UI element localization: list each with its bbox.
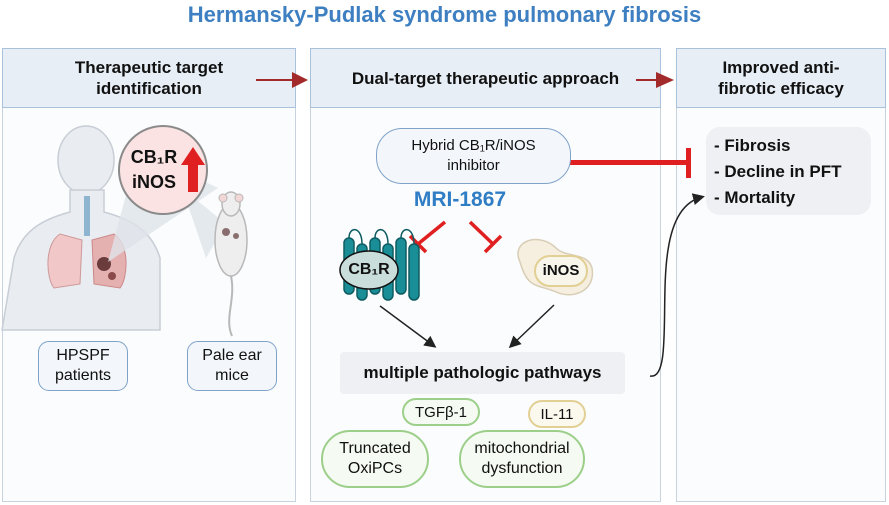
pathway-il11: IL-11 [528,400,586,428]
outcome-fibrosis: - Fibrosis [714,136,791,155]
inhibition-line-outcomes [570,160,688,165]
hpspf-patients-label: HPSPF patients [38,341,128,391]
pathway-tgfb1: TGFβ-1 [402,398,480,426]
cb1r-node [339,250,399,290]
callout-inos: iNOS [131,172,176,192]
middle-panel-header: Dual-target therapeutic approach [310,48,661,108]
outcome-mortality: - Mortality [714,188,796,207]
outcome-pft-decline: - Decline in PFT [714,162,842,181]
arrow-cb1r-to-pathways [379,305,437,348]
flow-arrow-1 [256,72,308,88]
cb1r-label: CB₁R [348,261,390,278]
diagram-title: Hermansky-Pudlak syndrome pulmonary fibr… [187,2,702,27]
left-panel-header: Therapeutic target identification [2,48,296,108]
right-panel [676,48,886,502]
outcomes-box [706,127,871,215]
mouse-illustration [214,191,248,337]
arrow-inos-to-pathways [508,304,555,349]
inos-label: iNOS [542,262,580,279]
pathways-box: multiple pathologic pathways [340,352,625,394]
hybrid-inhibitor-box: Hybrid CB₁R/iNOS inhibitor [376,128,571,184]
inhibition-lines [408,220,503,254]
target-callout-circle [118,125,208,215]
pathway-mitochondrial-dysfunction: mitochondrial dysfunction [459,430,585,488]
inhibitor-name: MRI-1867 [413,188,507,211]
arrow-pathways-to-outcomes [649,193,705,377]
pale-ear-mice-label: Pale ear mice [187,341,277,391]
pathway-truncated-oxipcs: Truncated OxiPCs [321,430,429,488]
flow-arrow-2 [636,72,674,88]
right-panel-header: Improved anti-fibrotic efficacy [676,48,886,108]
callout-cb1r: CB₁R [130,147,178,167]
